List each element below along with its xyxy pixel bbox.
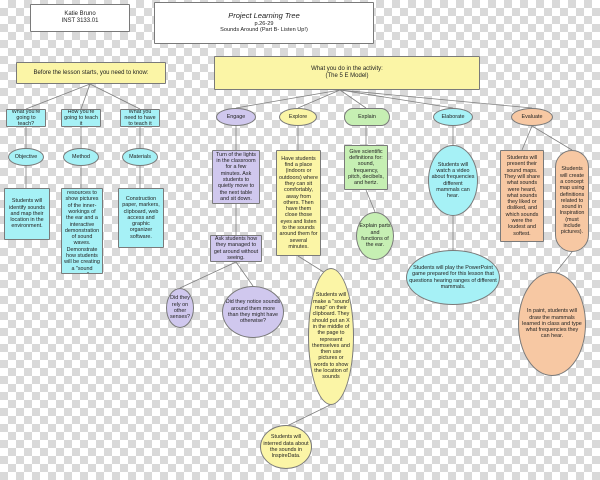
connector-line (339, 89, 533, 109)
connector-line (521, 125, 533, 151)
elaborate-step-1: Students will watch a video about freque… (428, 145, 478, 216)
evaluate-step-2: Students will create a concept map using… (555, 150, 589, 252)
explore-step-3: Students will interred data about the so… (260, 425, 312, 469)
materials-node: Materials (122, 148, 158, 166)
elaborate-step-2: Students will play the PowerPoint game p… (406, 250, 500, 305)
objective-node: Objective (8, 148, 44, 166)
engage-question-1: Did they rely on other senses? (166, 288, 194, 328)
connector-line (80, 83, 91, 110)
explain-node: Explain (344, 108, 390, 126)
explore-node: Explore (279, 108, 317, 126)
connector-line (89, 83, 141, 110)
engage-question-2: Did they notice sounds around them more … (222, 286, 284, 338)
connector-line (179, 261, 237, 289)
explain-step-1: Give scientific definitions for: sound, … (344, 145, 388, 190)
how-question-box: How you're going to teach it (61, 109, 101, 127)
elaborate-node: Elaborate (433, 108, 473, 126)
materials-text-box: Construction paper, markers, clipboard, … (118, 188, 164, 248)
need-question-box: What you need to have to teach it (120, 109, 160, 127)
explain-step-2: Explain parts and functions of the ear. (356, 212, 394, 260)
connector-line (339, 89, 367, 109)
connector-line (531, 125, 573, 151)
title-box: Project Learning Tree p.26-29 Sounds Aro… (154, 2, 374, 44)
connector-line (235, 89, 341, 109)
engage-step-1: Turn of the lights in the classroom for … (212, 150, 260, 204)
connector-line (235, 261, 254, 287)
method-node: Method (63, 148, 99, 166)
explore-step-2: Students will make a "sound map" on thei… (308, 268, 354, 405)
explore-step-1: Have students find a place (indoors or o… (276, 150, 321, 256)
evaluate-step-1: Students will present their sound maps. … (500, 150, 544, 242)
connector-line (339, 89, 454, 109)
before-lesson-header: Before the lesson starts, you need to kn… (16, 62, 166, 84)
evaluate-node: Evaluate (511, 108, 553, 126)
page-subtitle: p.26-29 Sounds Around (Part B- Listen Up… (220, 20, 308, 34)
connector-line (555, 251, 573, 273)
engage-node: Engage (216, 108, 256, 126)
evaluate-step-3: In paint, students will draw the mammals… (518, 272, 586, 376)
objective-text-box: Students will identify sounds and map th… (4, 188, 50, 240)
connector-line (288, 404, 331, 426)
connector-line (297, 89, 341, 109)
connector-line (25, 83, 91, 110)
teach-question-box: What you're going to teach? (6, 109, 46, 127)
method-text-box: Use Internet resources to show pictures … (61, 188, 103, 274)
page-title: Project Learning Tree (228, 11, 300, 21)
activity-header: What you do in the activity: (The 5 E Mo… (214, 56, 480, 90)
teacher-info-box: Katie Bruno INST 3133.01 (30, 4, 130, 32)
connector-line (365, 189, 376, 213)
engage-step-2: Ask students how they managed to get aro… (210, 235, 262, 262)
